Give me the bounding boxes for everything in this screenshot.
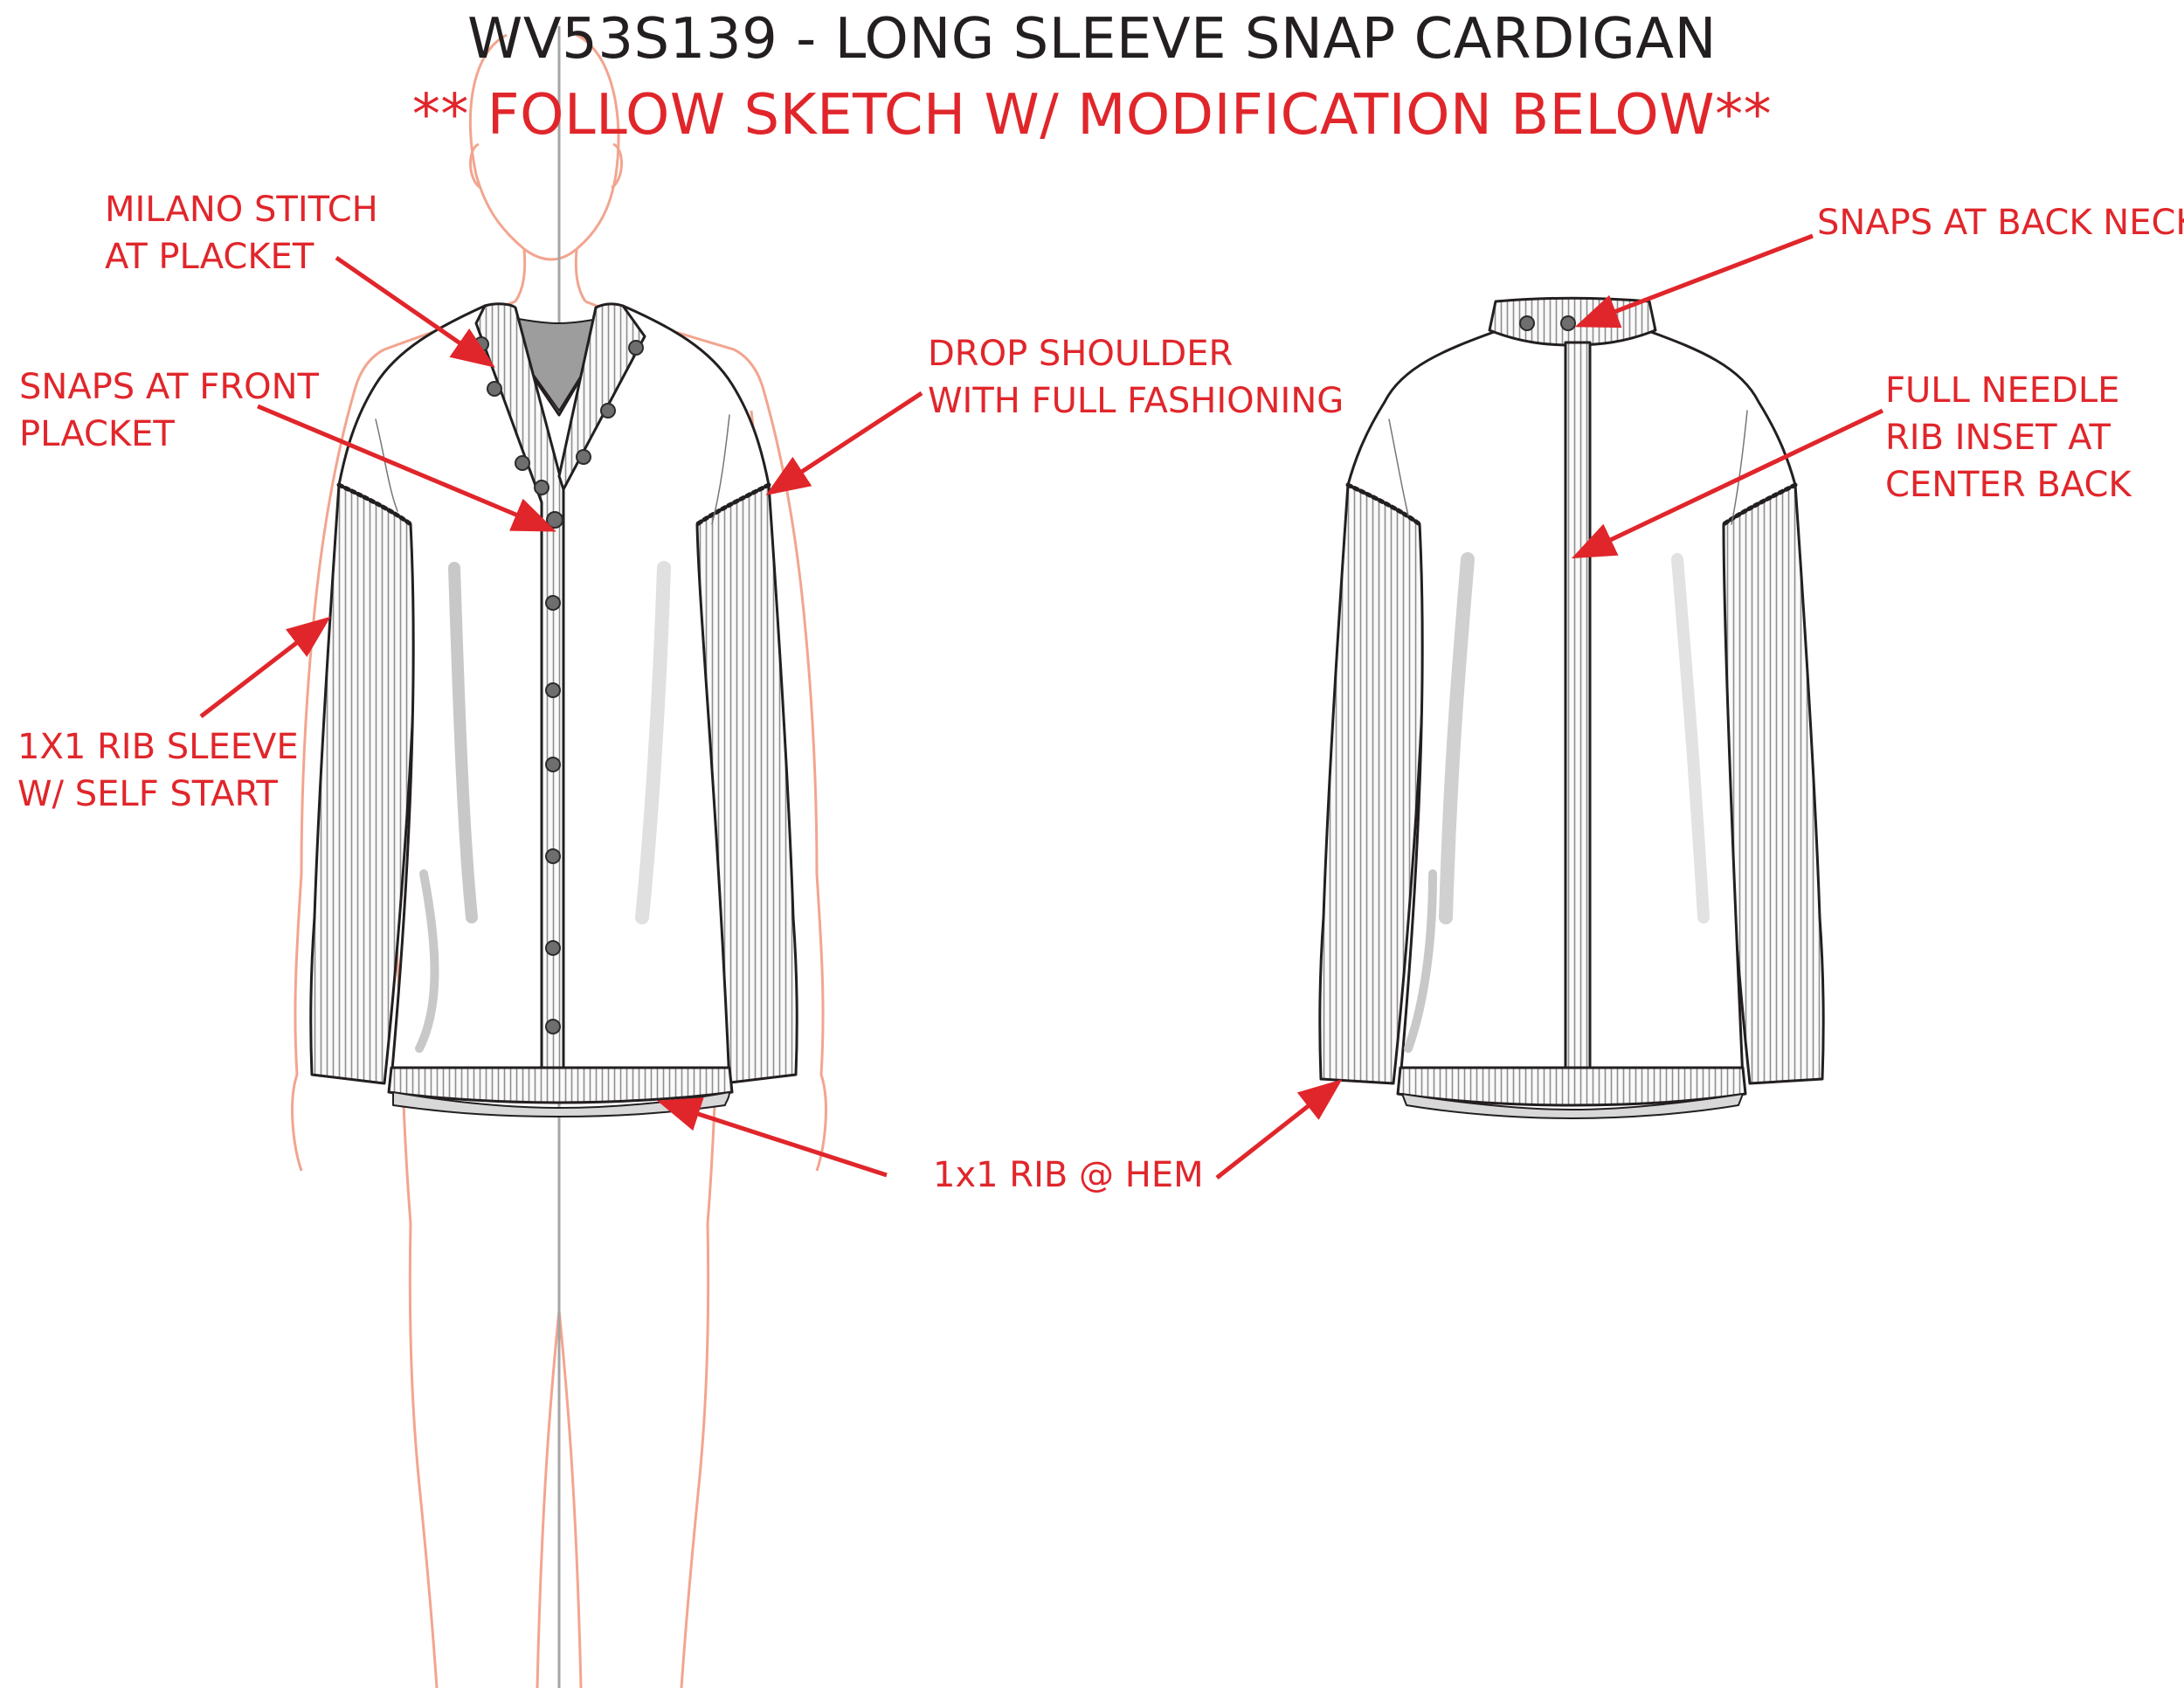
arrow-rib-sleeve [199,616,331,718]
front-view-cardigan [309,302,798,1117]
callout-line: WITH FULL FASHIONING [928,381,1344,421]
callout-line: PLACKET [19,414,175,454]
arrow-rib-hem [656,1097,888,1178]
callout-snaps-front-placket: SNAPS AT FRONT PLACKET [19,363,319,458]
callout-line: CENTER BACK [1885,465,2132,505]
callout-rib-hem: 1x1 RIB @ HEM [933,1155,1204,1195]
page-title: WV53S139 - LONG SLEEVE SNAP CARDIGAN [467,7,1717,72]
callout-line: MILANO STITCH [105,190,378,230]
callout-line: SNAPS AT FRONT [19,367,319,407]
callout-drop-shoulder: DROP SHOULDER WITH FULL FASHIONING [928,330,1344,425]
callout-line: 1X1 RIB SLEEVE [17,727,299,767]
back-hem-rib [1396,1066,1747,1107]
center-back-rib-inset [1564,341,1592,1087]
callout-milano-stitch: MILANO STITCH AT PLACKET [105,186,378,280]
arrow-rib-inset [1571,408,1884,559]
arrow-snaps-front [257,404,556,532]
callout-snaps-back-neck: SNAPS AT BACK NECK [1817,203,2184,243]
callout-line: AT PLACKET [105,237,314,277]
arrow-rib-hem-back [1215,1079,1343,1180]
front-hem-rib [387,1066,734,1104]
callout-line: FULL NEEDLE [1885,370,2120,411]
callout-line: DROP SHOULDER [928,334,1234,374]
arrow-drop-shoulder [765,391,923,495]
callout-line: RIB INSET AT [1885,418,2111,458]
page-subtitle: ** FOLLOW SKETCH W/ MODIFICATION BELOW** [411,83,1773,148]
annotation-arrows [199,233,1884,1180]
callout-rib-sleeve: 1X1 RIB SLEEVE W/ SELF START [17,723,299,818]
callout-rib-inset-center-back: FULL NEEDLE RIB INSET AT CENTER BACK [1885,367,2132,508]
back-view-cardigan [1318,296,1825,1119]
callout-line: W/ SELF START [17,774,278,814]
arrow-snaps-back [1574,233,1814,329]
arrow-milano [335,255,495,368]
